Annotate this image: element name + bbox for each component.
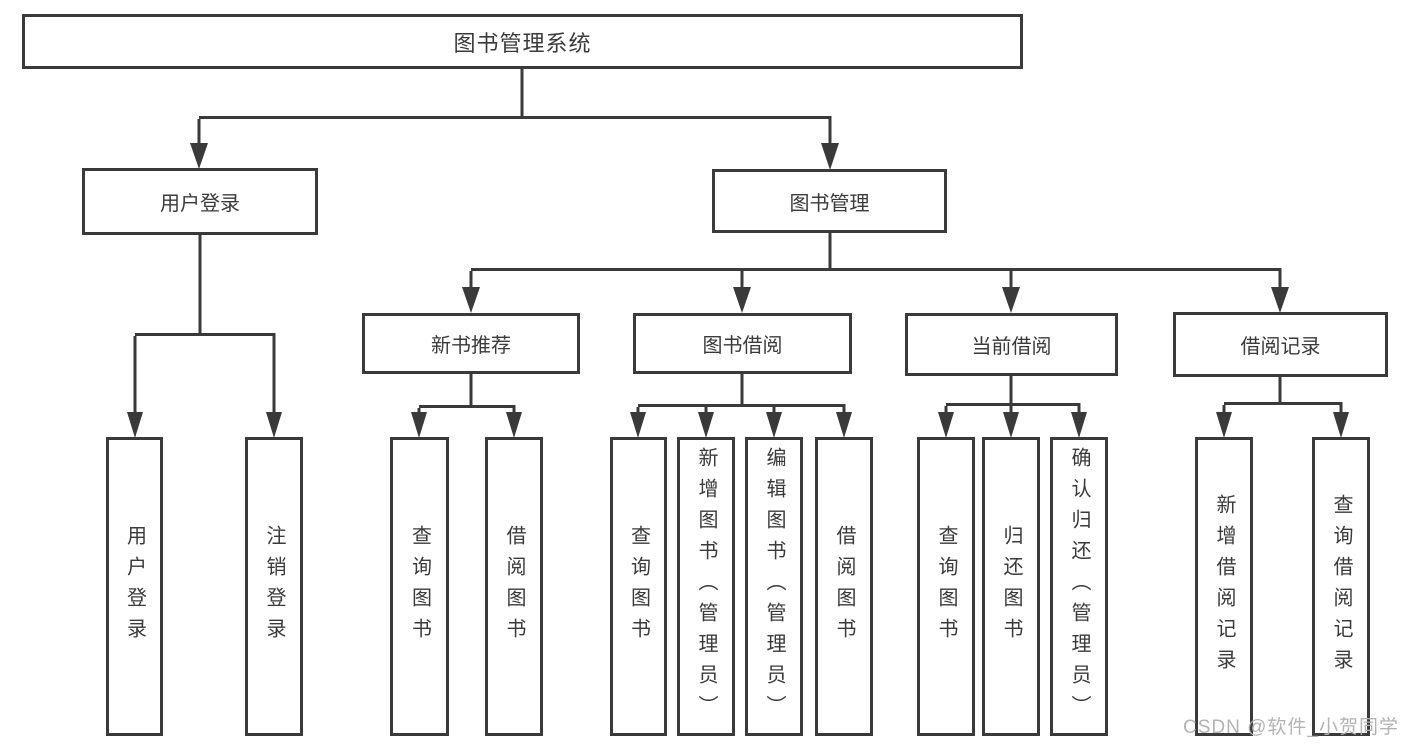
node-label: 查询借阅记录 <box>1330 493 1352 680</box>
node-label: 查询图书 <box>627 524 650 649</box>
node-label: 图书借阅 <box>702 335 783 357</box>
node-label: 新增借阅记录 <box>1213 493 1235 680</box>
leaf-return-books: 归还图书 <box>982 437 1040 736</box>
node-label: 用户登录 <box>160 193 240 215</box>
node-label: 借阅记录 <box>1240 336 1321 358</box>
node-label: 归还图书 <box>1000 524 1022 649</box>
node-book-management: 图书管理 <box>712 169 947 233</box>
node-current-borrowing: 当前借阅 <box>905 313 1118 376</box>
leaf-query-books-recommend: 查询图书 <box>390 437 449 736</box>
leaf-query-books-borrowing: 查询图书 <box>610 437 667 736</box>
node-label: 查询图书 <box>408 524 431 649</box>
leaf-edit-books-admin: 编辑图书（管理员） <box>745 437 803 736</box>
leaf-logout-login: 注销登录 <box>245 437 303 736</box>
watermark-csdn: CSDN @软件_小贺同学 <box>1183 717 1399 738</box>
node-label: 确认归还（管理员） <box>1068 447 1090 726</box>
node-borrowing-records: 借阅记录 <box>1173 312 1388 377</box>
node-user-login: 用户登录 <box>82 168 318 235</box>
node-label: 编辑图书（管理员） <box>763 447 785 726</box>
leaf-query-borrow-record: 查询借阅记录 <box>1312 437 1370 736</box>
leaf-add-books-admin: 新增图书（管理员） <box>677 437 735 736</box>
leaf-borrow-books-borrowing: 借阅图书 <box>815 437 873 736</box>
node-book-borrowing: 图书借阅 <box>633 313 852 374</box>
leaf-add-borrow-record: 新增借阅记录 <box>1195 437 1253 736</box>
node-label: 借阅图书 <box>833 524 855 649</box>
node-label: 借阅图书 <box>503 524 525 649</box>
node-label: 当前借阅 <box>971 336 1052 358</box>
node-label: 查询图书 <box>935 524 957 649</box>
node-new-book-recommendation: 新书推荐 <box>362 313 580 374</box>
leaf-confirm-return-admin: 确认归还（管理员） <box>1050 437 1108 736</box>
leaf-query-books-current: 查询图书 <box>917 437 975 736</box>
node-label: 图书管理 <box>789 192 870 215</box>
node-label: 用户登录 <box>123 524 146 649</box>
leaf-user-login: 用户登录 <box>106 437 163 736</box>
node-library-management-system: 图书管理系统 <box>22 14 1023 69</box>
node-label: 新书推荐 <box>431 335 511 357</box>
node-label: 图书管理系统 <box>453 30 592 56</box>
node-label: 注销登录 <box>263 524 285 649</box>
leaf-borrow-books-recommend: 借阅图书 <box>485 437 543 736</box>
node-label: 新增图书（管理员） <box>695 447 717 726</box>
